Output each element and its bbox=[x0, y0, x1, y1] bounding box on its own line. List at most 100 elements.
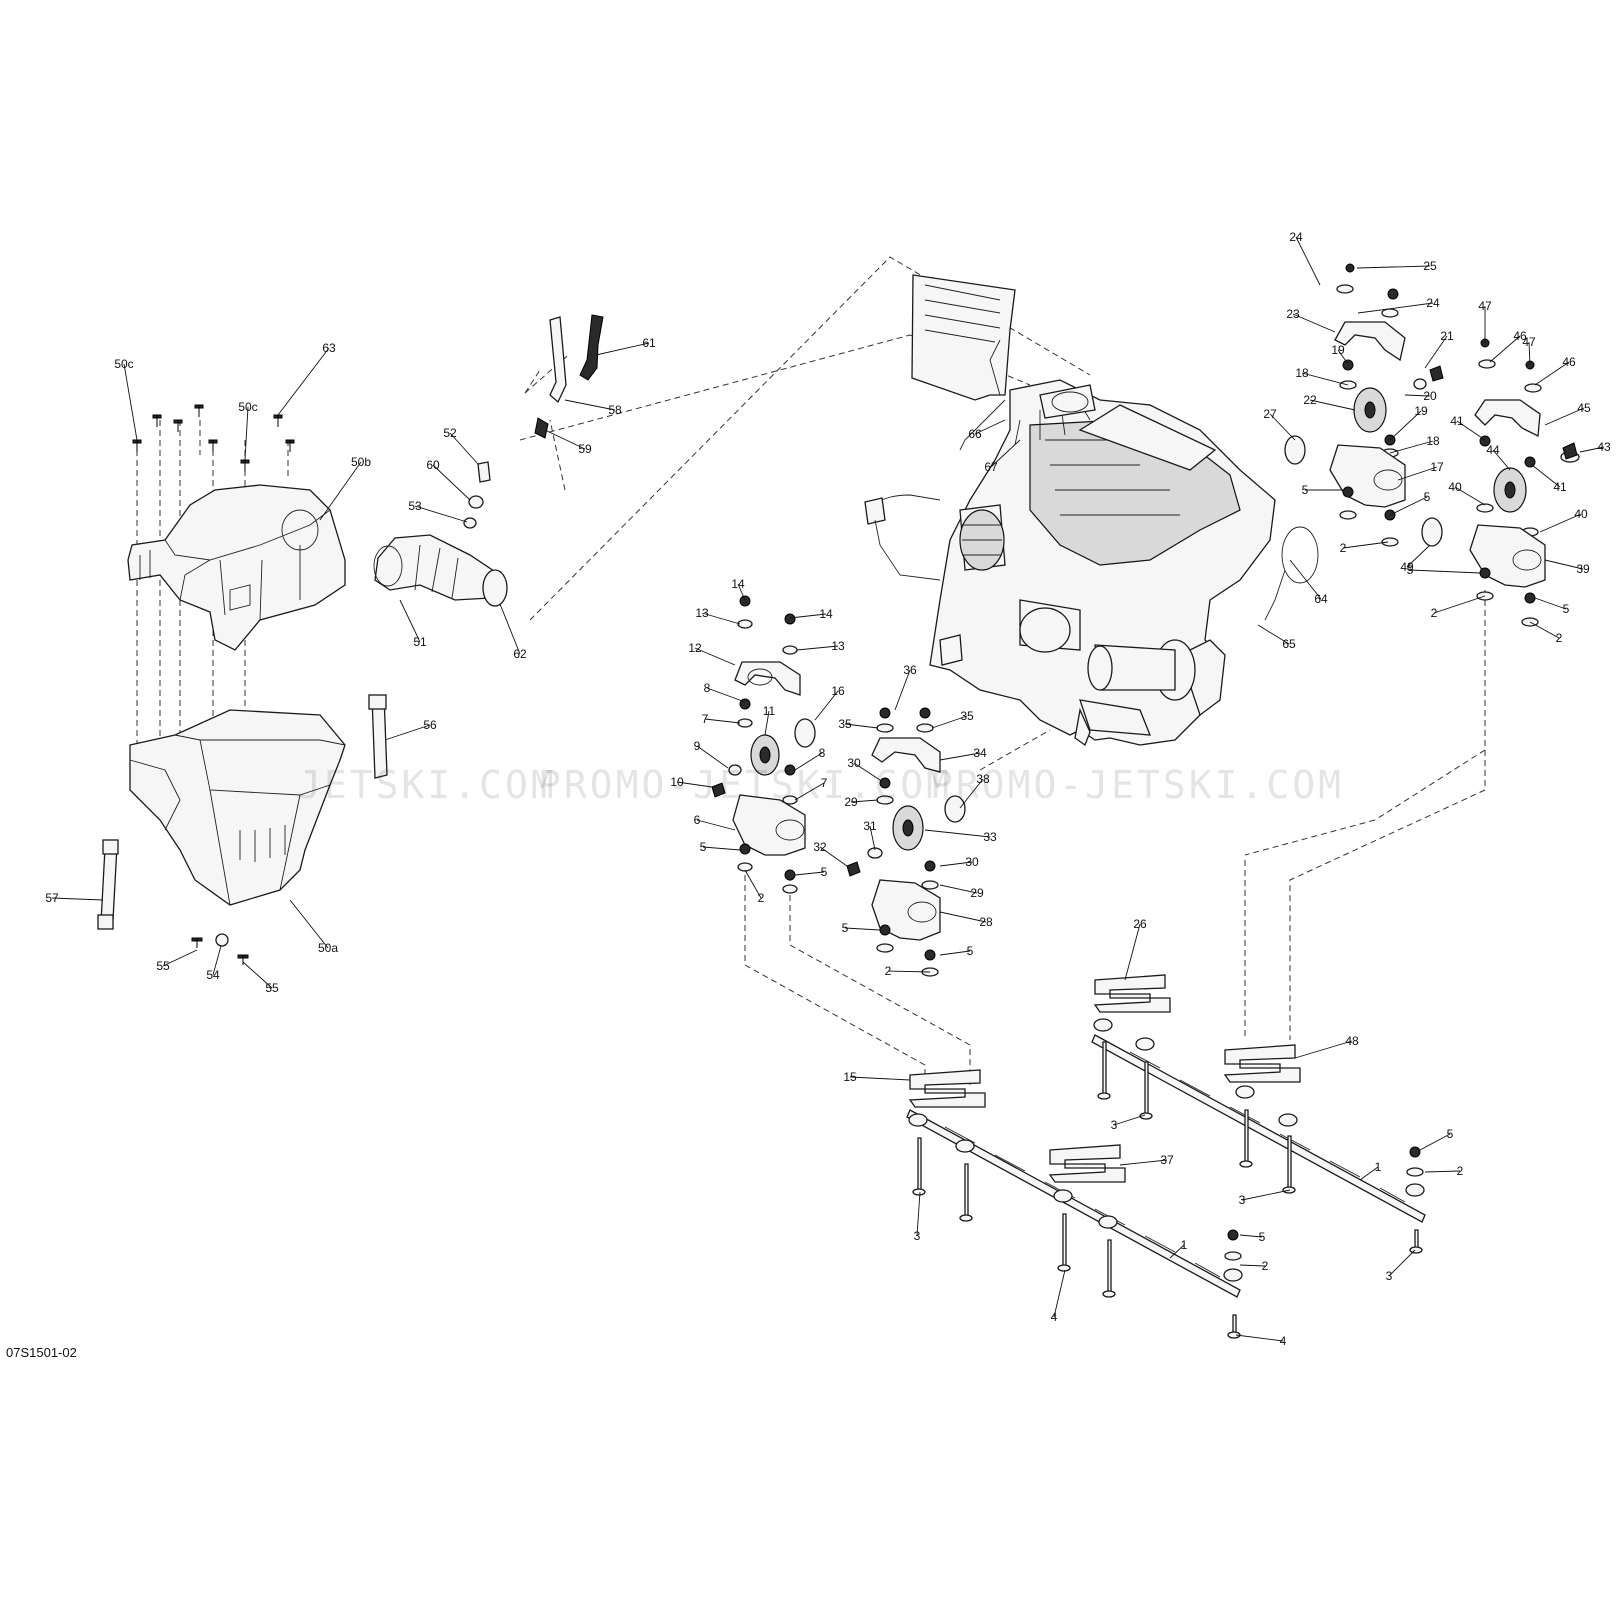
callout-leader bbox=[277, 347, 330, 416]
strap-57 bbox=[97, 839, 119, 930]
callout-number: 5 bbox=[1424, 490, 1431, 504]
callout-number: 50a bbox=[318, 941, 338, 955]
callout-leader bbox=[1529, 621, 1560, 639]
callout-leader bbox=[704, 718, 741, 724]
callout-number: 5 bbox=[700, 840, 707, 854]
engine-mount-middle bbox=[846, 707, 966, 977]
callout-number: 29 bbox=[970, 886, 984, 900]
callout-leader bbox=[1113, 1114, 1146, 1126]
callout-number: 49 bbox=[1400, 560, 1414, 574]
callout-number: 55 bbox=[265, 981, 279, 995]
callout-leader bbox=[939, 950, 971, 956]
callout-number: 65 bbox=[1282, 637, 1296, 651]
callout-number: 64 bbox=[1314, 592, 1328, 606]
callout-number: 29 bbox=[844, 795, 858, 809]
callout-number: 50c bbox=[238, 400, 257, 414]
callout-number: 5 bbox=[1259, 1230, 1266, 1244]
callout-leader bbox=[1454, 486, 1486, 506]
callout-leader bbox=[1337, 349, 1349, 365]
callout-number: 53 bbox=[408, 499, 422, 513]
callout-number: 41 bbox=[1450, 414, 1464, 428]
callout-leader bbox=[1269, 413, 1296, 441]
callout-leader bbox=[1292, 313, 1336, 333]
callout-number: 46 bbox=[1562, 355, 1576, 369]
callout-number: 40 bbox=[1448, 480, 1462, 494]
callout-leader bbox=[449, 432, 479, 465]
callout-leader bbox=[844, 723, 879, 729]
watermark-jetski: JETSKI.COM bbox=[298, 763, 557, 807]
callout-leader bbox=[887, 970, 931, 973]
callout-number: 47 bbox=[1522, 335, 1536, 349]
callout-leader bbox=[794, 782, 825, 801]
callout-number: 44 bbox=[1486, 443, 1500, 457]
callout-number: 47 bbox=[1478, 299, 1492, 313]
callout-number: 3 bbox=[1111, 1118, 1118, 1132]
callout-number: 50c bbox=[114, 357, 133, 371]
callout-number: 58 bbox=[608, 403, 622, 417]
callout-number: 2 bbox=[885, 964, 892, 978]
callout-number: 5 bbox=[842, 921, 849, 935]
callout-leader bbox=[1489, 335, 1521, 363]
callout-number: 10 bbox=[670, 775, 684, 789]
callout-leader bbox=[1531, 464, 1561, 488]
callout-leader bbox=[939, 861, 973, 867]
callout-number: 62 bbox=[513, 647, 527, 661]
callout-leader bbox=[1397, 466, 1438, 481]
callout-number: 32 bbox=[813, 840, 827, 854]
callout-leader bbox=[916, 1191, 921, 1237]
callout-number: 6 bbox=[694, 813, 701, 827]
airbox-screws bbox=[132, 404, 295, 965]
callout-number: 38 bbox=[976, 772, 990, 786]
callout-leader bbox=[959, 778, 984, 809]
callout-number: 19 bbox=[1414, 404, 1428, 418]
callout-number: 35 bbox=[838, 717, 852, 731]
callout-leader bbox=[844, 927, 881, 931]
callout-leader bbox=[990, 439, 1021, 468]
callout-leader bbox=[1257, 624, 1290, 645]
callout-leader bbox=[1544, 559, 1584, 570]
callout-number: 35 bbox=[960, 709, 974, 723]
callout-leader bbox=[244, 406, 249, 461]
callout-number: 4 bbox=[1051, 1310, 1058, 1324]
callout-number: 1 bbox=[1181, 1238, 1188, 1252]
callout-leader bbox=[694, 647, 736, 666]
callout-number: 39 bbox=[1576, 562, 1590, 576]
callout-number: 2 bbox=[1431, 606, 1438, 620]
callout-number: 43 bbox=[1597, 440, 1611, 454]
callout-number: 57 bbox=[45, 891, 59, 905]
callout-number: 37 bbox=[1160, 1153, 1174, 1167]
callout-leader bbox=[1539, 513, 1582, 533]
callout-leader bbox=[924, 829, 991, 838]
callout-leader bbox=[1342, 541, 1389, 549]
callout-leader bbox=[1357, 302, 1434, 314]
callout-leader bbox=[1492, 449, 1511, 471]
callout-leader bbox=[384, 724, 431, 741]
callout-leader bbox=[564, 399, 616, 411]
callout-number: 8 bbox=[704, 681, 711, 695]
callout-leader bbox=[1119, 1159, 1168, 1166]
callout-number: 51 bbox=[413, 635, 427, 649]
callout-number: 17 bbox=[1430, 460, 1444, 474]
callout-leader bbox=[1169, 1244, 1185, 1259]
callout-number: 11 bbox=[763, 704, 776, 718]
callout-leader bbox=[1053, 1269, 1066, 1318]
callout-number: 48 bbox=[1345, 1034, 1359, 1048]
callout-leader bbox=[939, 911, 987, 923]
callout-number: 13 bbox=[695, 606, 709, 620]
callout-leader bbox=[796, 645, 839, 651]
callout-number: 18 bbox=[1295, 366, 1309, 380]
callout-leader bbox=[1359, 1166, 1379, 1181]
callout-leader bbox=[764, 710, 770, 736]
callout-number: 20 bbox=[1423, 389, 1437, 403]
callout-number: 61 bbox=[642, 336, 656, 350]
callout-number: 5 bbox=[1407, 563, 1414, 577]
callout-number: 66 bbox=[968, 427, 982, 441]
callout-number: 2 bbox=[1556, 631, 1563, 645]
callout-leader bbox=[702, 846, 741, 851]
callout-number: 59 bbox=[578, 442, 592, 456]
callout-number: 28 bbox=[979, 915, 993, 929]
callout-leader bbox=[1388, 1249, 1416, 1277]
callout-leader bbox=[123, 363, 138, 441]
callout-leader bbox=[974, 419, 1006, 435]
